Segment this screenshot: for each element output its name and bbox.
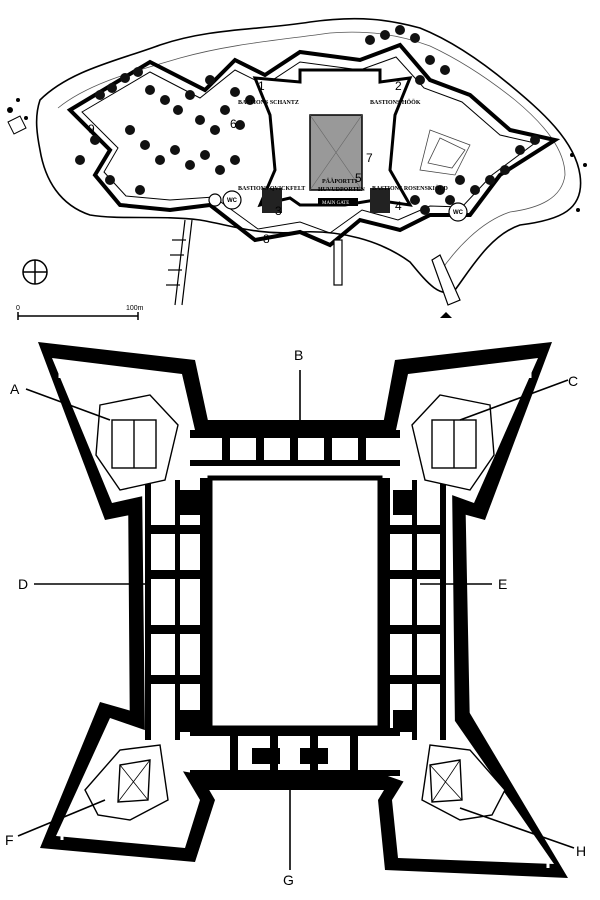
bastion-block — [262, 188, 282, 213]
gate-plaque-text: MAIN GATE — [322, 201, 349, 206]
bastion-label-rosenskiold: BASTIONS ROSENSKIÖLD — [372, 185, 449, 192]
well-marker — [208, 193, 222, 207]
leader-lines — [17, 370, 575, 870]
plan-label-a: A — [10, 381, 20, 397]
plan-label-b: B — [294, 347, 303, 363]
scale-start-label: 0 — [16, 305, 20, 312]
wc-label: WC — [453, 210, 464, 216]
map-number: 8 — [263, 232, 270, 246]
bastion-block — [370, 188, 390, 213]
map-number: 7 — [366, 151, 373, 165]
plan-label-h: H — [576, 843, 586, 859]
map-number: 6 — [230, 117, 237, 131]
gate-label-line1: PÄÄPORTTI — [322, 178, 358, 185]
wc-marker — [448, 202, 468, 222]
map-number: 4 — [395, 199, 402, 213]
bastion-label-qvickfelt: BASTIONS QVICKFELT — [238, 186, 305, 192]
pier-center — [333, 239, 343, 286]
east-wing-rooms — [382, 478, 446, 740]
plan-label-f: F — [5, 832, 14, 848]
islet — [7, 115, 27, 135]
gate-plaque-bg — [318, 198, 358, 206]
south-wing-rooms — [190, 728, 400, 776]
tree-clusters — [75, 25, 540, 215]
map-number: 3 — [275, 204, 282, 218]
map-number: 2 — [395, 79, 402, 93]
terrain-contours — [419, 129, 471, 176]
scale-bar — [17, 312, 139, 320]
plan-label-d: D — [18, 576, 28, 592]
site-map-panel: BASTIONS SCHANTZ BASTIONS HÖÖK BASTIONS … — [0, 0, 600, 330]
bastion-label-hook: BASTIONS HÖÖK — [370, 99, 421, 106]
west-wing-rooms — [145, 478, 208, 740]
wc-label: WC — [227, 198, 238, 204]
map-number: 9 — [88, 122, 95, 136]
fortress-floor-plan: A B C D E F G H — [5, 342, 586, 888]
scale-end-label: 100m — [126, 305, 144, 312]
plan-label-c: C — [568, 373, 578, 389]
bastion-label-schantz: BASTIONS SCHANTZ — [238, 100, 299, 106]
pier-left — [166, 219, 193, 306]
fortress-floor-plan-panel: A B C D E F G H — [0, 330, 600, 900]
embrasures — [58, 364, 550, 868]
outer-rampart — [66, 42, 561, 248]
compass-rose-icon — [22, 259, 48, 285]
wc-marker — [222, 190, 242, 210]
map-number: 5 — [355, 171, 362, 185]
map-number: 1 — [258, 79, 265, 93]
central-courtyard — [207, 475, 383, 731]
site-map-drawing: BASTIONS SCHANTZ BASTIONS HÖÖK BASTIONS … — [7, 17, 587, 320]
north-arrow-marker — [440, 312, 452, 318]
gate-label-line2: HUVUDPORTEN — [318, 187, 365, 193]
central-fortress — [252, 68, 413, 213]
pier-right — [431, 254, 461, 306]
bastion-pavilions — [84, 394, 506, 821]
north-wing-rooms — [190, 430, 400, 466]
rocks — [7, 98, 587, 212]
plan-label-g: G — [283, 872, 294, 888]
island-inner-contour — [57, 31, 566, 273]
plan-label-e: E — [498, 576, 507, 592]
